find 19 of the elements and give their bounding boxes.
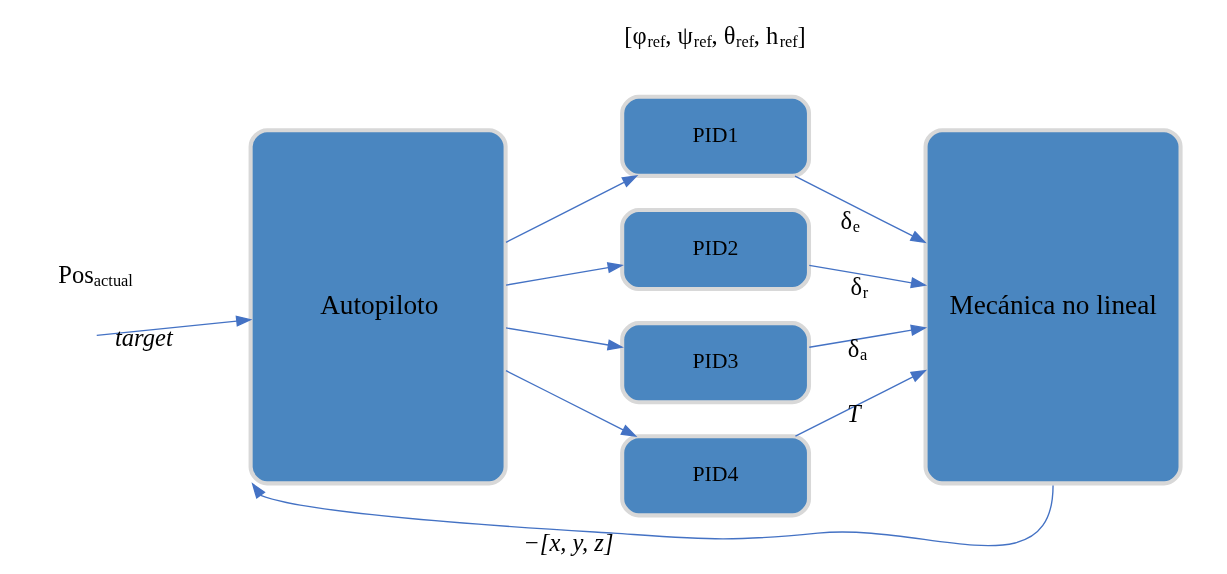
arrow [808, 264, 927, 289]
node-box: PID3 [619, 321, 811, 405]
arrow [793, 175, 927, 244]
node-box: PID4 [619, 434, 811, 518]
edge-label: −[x, y, z] [522, 529, 613, 557]
arrow [504, 370, 637, 438]
edge-label: T [846, 399, 861, 427]
node-box: PID1 [619, 94, 811, 178]
arrow [504, 262, 624, 286]
arrow [504, 174, 638, 243]
arrow [504, 327, 624, 351]
node-box: Mecánica no lineal [923, 128, 1183, 486]
arrow [794, 369, 927, 437]
edge-label: target [114, 323, 173, 351]
arrow [95, 315, 252, 337]
arrow [808, 324, 927, 348]
node-box: PID2 [619, 207, 811, 292]
node-box: Autopiloto [248, 128, 508, 486]
arrow [250, 482, 1054, 547]
